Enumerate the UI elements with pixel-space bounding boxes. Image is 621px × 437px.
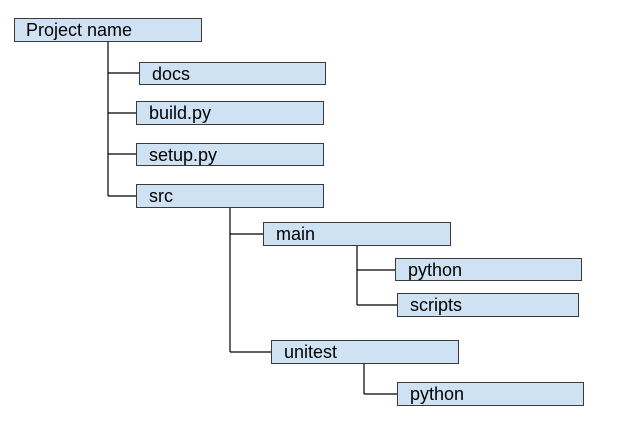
node-label: Project name: [26, 20, 133, 40]
node-main: main: [263, 222, 451, 246]
node-label: unitest: [284, 342, 338, 362]
node-scripts: scripts: [397, 293, 579, 317]
node-label: main: [276, 224, 316, 244]
node-docs: docs: [139, 62, 326, 85]
node-label: setup.py: [149, 144, 218, 165]
node-project-name: Project name: [14, 18, 202, 42]
node-label: python: [410, 384, 465, 404]
node-build-py: build.py: [136, 101, 324, 125]
node-label: scripts: [410, 295, 463, 315]
node-label: docs: [152, 63, 191, 84]
node-main-python: python: [395, 258, 582, 281]
node-label: src: [149, 186, 173, 206]
node-unitest-python: python: [397, 382, 584, 406]
node-label: build.py: [149, 103, 212, 123]
node-label: python: [408, 259, 463, 280]
node-src: src: [136, 184, 324, 208]
node-setup-py: setup.py: [136, 143, 324, 166]
node-unitest: unitest: [271, 340, 459, 364]
